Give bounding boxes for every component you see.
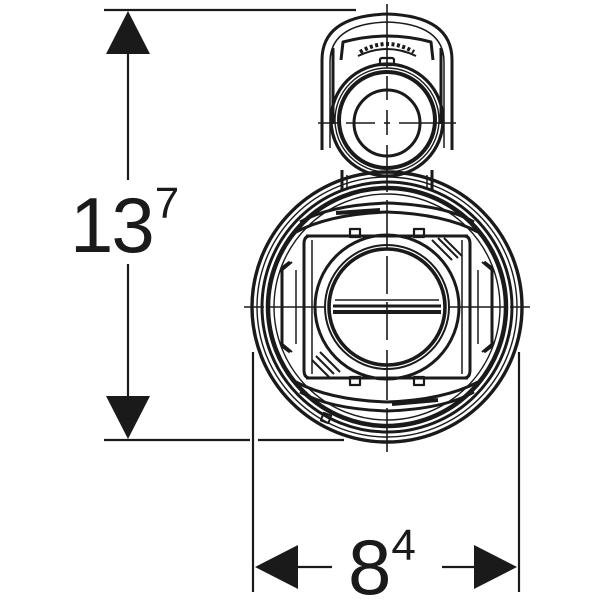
width-value: 8 <box>348 523 391 611</box>
arrow-up-icon <box>106 11 150 54</box>
arrow-right-icon <box>474 545 517 589</box>
width-dimension <box>251 352 521 592</box>
arrow-down-icon <box>106 396 150 439</box>
height-dimension-label: 137 <box>68 182 182 264</box>
height-superscript: 7 <box>154 179 180 228</box>
center-lines <box>244 4 530 452</box>
arrow-left-icon <box>255 545 298 589</box>
height-value: 13 <box>70 181 155 269</box>
height-dimension <box>104 8 356 442</box>
width-dimension-label: 84 <box>344 524 420 606</box>
width-superscript: 4 <box>391 521 416 570</box>
